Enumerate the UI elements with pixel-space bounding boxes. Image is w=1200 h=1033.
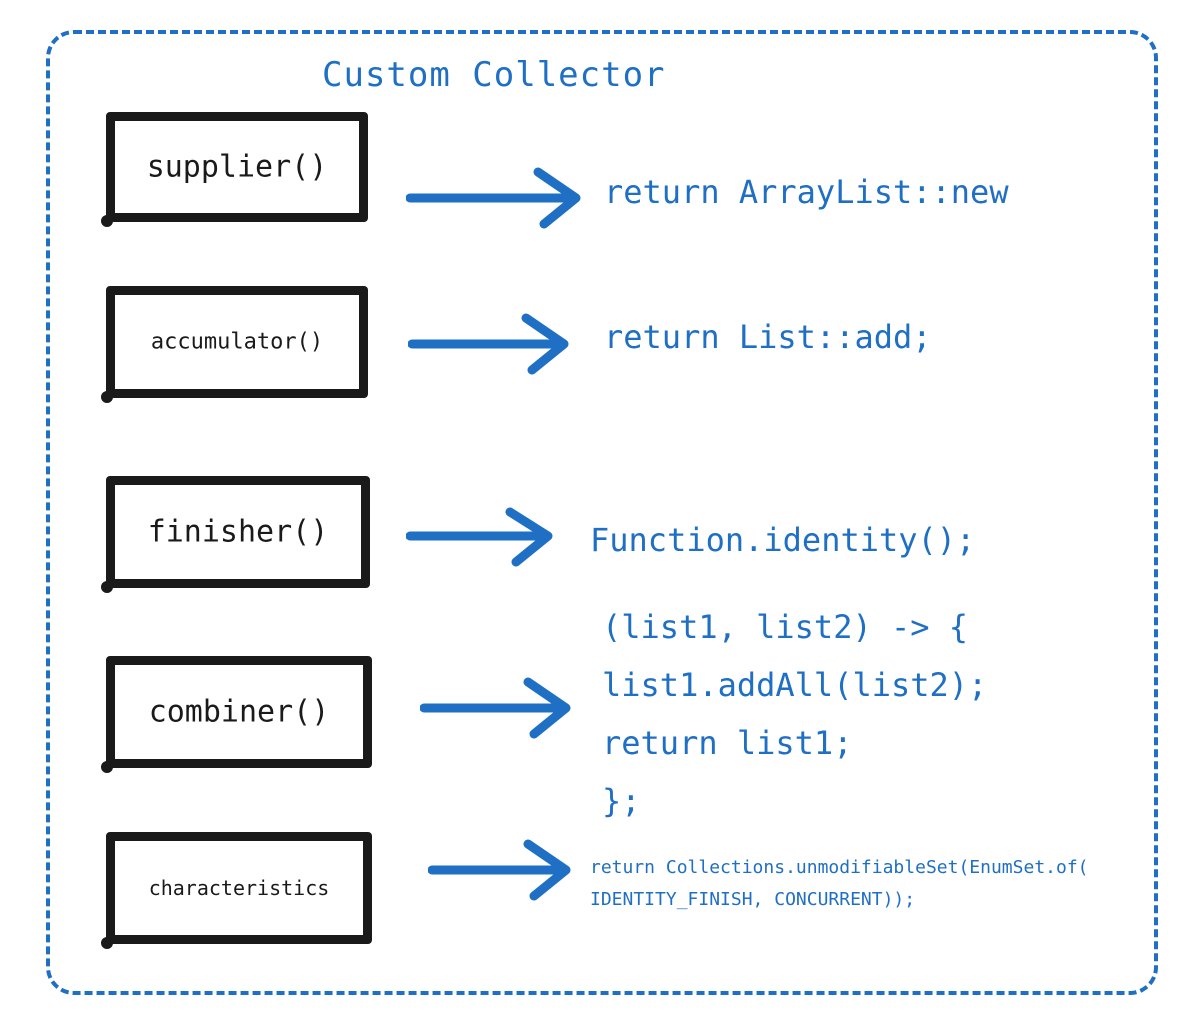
code-block-finisher: Function.identity(); [590, 518, 975, 562]
method-box-combiner: combiner() [101, 656, 372, 773]
code-block-supplier: return ArrayList::new [604, 170, 1009, 214]
code-line: return Collections.unmodifiableSet(EnumS… [590, 857, 1089, 878]
code-line: (list1, list2) -> { [602, 608, 969, 646]
code-block-combiner: (list1, list2) -> { list1.addAll(list2);… [602, 598, 987, 830]
code-line: IDENTITY_FINISH, CONCURRENT)); [590, 889, 916, 910]
method-label: combiner() [148, 694, 330, 730]
box-corner-mark [101, 391, 113, 403]
arrow-finisher [406, 507, 553, 567]
code-block-characteristics: return Collections.unmodifiableSet(EnumS… [590, 852, 1089, 916]
method-label: characteristics [148, 876, 330, 900]
method-label: finisher() [147, 514, 329, 550]
code-line: Function.identity(); [590, 521, 976, 559]
method-box-finisher: finisher() [101, 476, 370, 593]
code-line: return list1; [602, 724, 853, 762]
method-box-characteristics: characteristics [101, 832, 372, 949]
box-corner-mark [101, 761, 113, 773]
box-corner-mark [101, 581, 113, 593]
box-corner-mark [101, 215, 113, 227]
method-label: supplier() [146, 149, 328, 185]
diagram-title: Custom Collector [322, 55, 666, 95]
method-label: accumulator() [150, 329, 324, 355]
arrow-combiner [420, 677, 571, 739]
method-box-supplier: supplier() [101, 112, 368, 227]
box-corner-mark [101, 937, 113, 949]
code-line: return ArrayList::new [604, 173, 1009, 211]
arrow-characteristics [428, 839, 571, 901]
code-block-accumulator: return List::add; [604, 315, 932, 359]
collector-frame [46, 30, 1158, 995]
arrow-accumulator [408, 313, 569, 375]
method-box-accumulator: accumulator() [101, 286, 368, 403]
code-line: }; [602, 782, 641, 820]
arrow-supplier [406, 167, 581, 229]
code-line: return List::add; [604, 318, 932, 356]
code-line: list1.addAll(list2); [602, 666, 988, 704]
